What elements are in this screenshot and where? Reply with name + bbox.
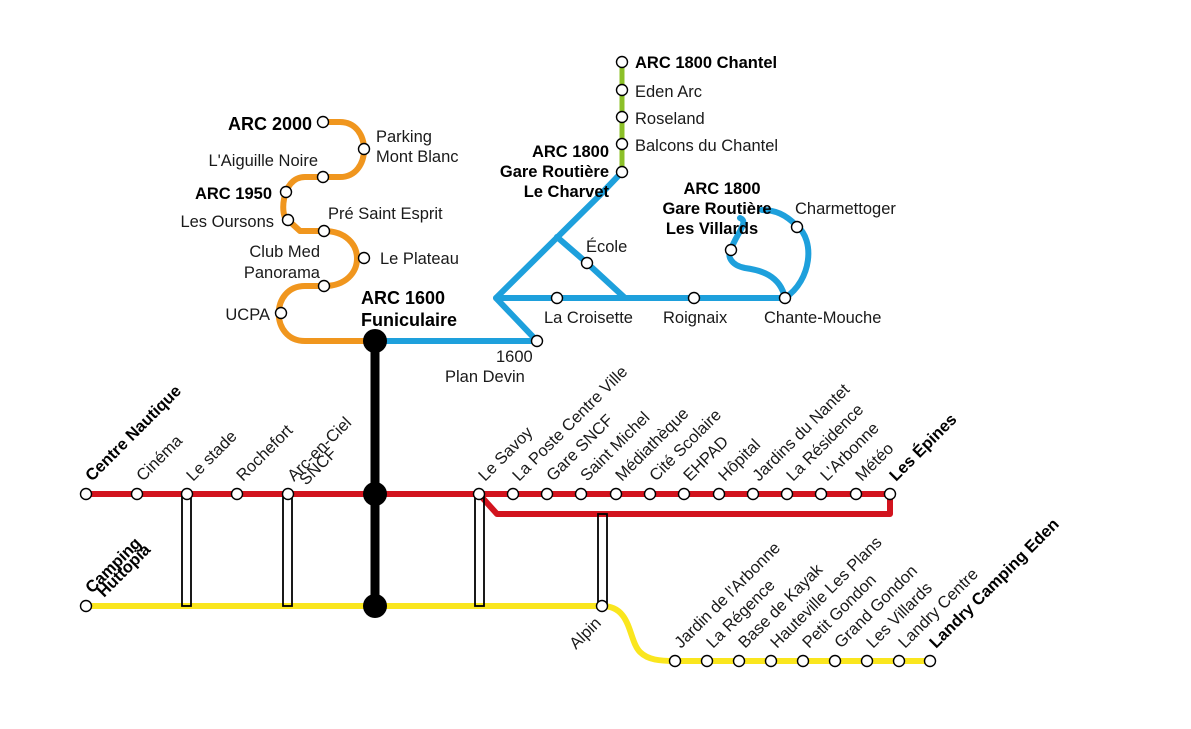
label-roseland: Roseland bbox=[635, 110, 705, 128]
label-villards-1: ARC 1800 bbox=[683, 180, 760, 198]
red-station-16[interactable] bbox=[849, 487, 863, 501]
station-croisette[interactable] bbox=[550, 291, 564, 305]
yellow-station-3[interactable] bbox=[700, 654, 714, 668]
station-plan-devin[interactable] bbox=[530, 334, 544, 348]
label-roignaix: Roignaix bbox=[663, 309, 728, 327]
yellow-station-1[interactable] bbox=[595, 599, 609, 613]
label-charvet-1: ARC 1800 bbox=[532, 143, 609, 161]
hub-yellow[interactable] bbox=[363, 594, 387, 618]
red-station-10[interactable] bbox=[643, 487, 657, 501]
station-villards[interactable] bbox=[724, 243, 738, 257]
label-arc1950: ARC 1950 bbox=[195, 185, 272, 203]
red-station-11[interactable] bbox=[677, 487, 691, 501]
label-villards-3: Les Villards bbox=[666, 220, 758, 238]
label-plan-devin-1: 1600 bbox=[496, 348, 533, 366]
station-pre-saint-esprit[interactable] bbox=[317, 224, 331, 238]
connectors bbox=[181, 493, 608, 607]
red-station-2[interactable] bbox=[180, 487, 194, 501]
label-clubmed-2: Panorama bbox=[244, 264, 321, 282]
yellow-station-6[interactable] bbox=[796, 654, 810, 668]
station-roseland[interactable] bbox=[615, 110, 629, 124]
red-station-label-2: Le stade bbox=[183, 427, 240, 484]
red-station-1[interactable] bbox=[130, 487, 144, 501]
red-station-9[interactable] bbox=[609, 487, 623, 501]
label-oursons: Les Oursons bbox=[180, 213, 274, 231]
red-station-12[interactable] bbox=[712, 487, 726, 501]
red-station-15[interactable] bbox=[814, 487, 828, 501]
label-clubmed-1: Club Med bbox=[249, 243, 320, 261]
hub-red[interactable] bbox=[363, 482, 387, 506]
red-station-4[interactable] bbox=[281, 487, 295, 501]
red-station-13[interactable] bbox=[746, 487, 760, 501]
label-plan-devin-2: Plan Devin bbox=[445, 368, 525, 386]
label-arc2000: ARC 2000 bbox=[228, 114, 312, 134]
label-eden-arc: Eden Arc bbox=[635, 83, 702, 101]
yellow-station-7[interactable] bbox=[828, 654, 842, 668]
red-station-17[interactable] bbox=[883, 487, 897, 501]
label-parking-2: Mont Blanc bbox=[376, 148, 459, 166]
station-charvet[interactable] bbox=[615, 165, 629, 179]
label-villards-2: Gare Routière bbox=[662, 200, 771, 218]
station-arc2000[interactable] bbox=[316, 115, 330, 129]
label-charvet-3: Le Charvet bbox=[524, 183, 610, 201]
yellow-station-label-10: Landry Camping Eden bbox=[926, 515, 1063, 652]
station-arc1950[interactable] bbox=[279, 185, 293, 199]
hub-arc1600[interactable] bbox=[363, 329, 387, 353]
station-charmettoger[interactable] bbox=[790, 220, 804, 234]
red-station-8[interactable] bbox=[574, 487, 588, 501]
station-ecole[interactable] bbox=[580, 256, 594, 270]
station-balcons[interactable] bbox=[615, 137, 629, 151]
station-oursons[interactable] bbox=[281, 213, 295, 227]
red-station-3[interactable] bbox=[230, 487, 244, 501]
yellow-station-label-1: Alpin bbox=[566, 614, 605, 653]
station-chantel[interactable] bbox=[615, 55, 629, 69]
label-ecole: École bbox=[586, 237, 627, 256]
label-arc1600-1: ARC 1600 bbox=[361, 288, 445, 308]
red-station-label-17: Les Épines bbox=[885, 410, 960, 485]
yellow-station-0[interactable] bbox=[79, 599, 93, 613]
red-station-7[interactable] bbox=[540, 487, 554, 501]
yellow-line bbox=[83, 603, 933, 664]
label-plateau: Le Plateau bbox=[380, 250, 459, 268]
station-aiguille[interactable] bbox=[316, 170, 330, 184]
red-station-label-0: Centre Nautique bbox=[82, 382, 185, 485]
red-station-6[interactable] bbox=[506, 487, 520, 501]
label-arc1600-2: Funiculaire bbox=[361, 310, 457, 330]
label-chante-mouche: Chante-Mouche bbox=[764, 309, 881, 327]
yellow-station-4[interactable] bbox=[732, 654, 746, 668]
red-line-loop bbox=[476, 491, 893, 517]
station-chante-mouche[interactable] bbox=[778, 291, 792, 305]
station-clubmed[interactable] bbox=[317, 279, 331, 293]
label-charvet-2: Gare Routière bbox=[500, 163, 609, 181]
red-station-5[interactable] bbox=[472, 487, 486, 501]
blue-line-villards bbox=[726, 215, 788, 301]
station-ucpa[interactable] bbox=[274, 306, 288, 320]
yellow-station-8[interactable] bbox=[860, 654, 874, 668]
label-ucpa: UCPA bbox=[225, 306, 270, 324]
red-station-14[interactable] bbox=[780, 487, 794, 501]
label-chantel: ARC 1800 Chantel bbox=[635, 54, 777, 72]
label-aiguille: L'Aiguille Noire bbox=[208, 152, 318, 170]
yellow-station-2[interactable] bbox=[668, 654, 682, 668]
station-eden-arc[interactable] bbox=[615, 83, 629, 97]
station-roignaix[interactable] bbox=[687, 291, 701, 305]
label-parking-1: Parking bbox=[376, 128, 432, 146]
station-parking[interactable] bbox=[357, 142, 371, 156]
yellow-station-5[interactable] bbox=[764, 654, 778, 668]
yellow-station-9[interactable] bbox=[892, 654, 906, 668]
station-plateau[interactable] bbox=[357, 251, 371, 265]
red-station-label-1: Cinéma bbox=[133, 431, 187, 485]
label-pre-saint-esprit: Pré Saint Esprit bbox=[328, 205, 443, 223]
label-charmettoger: Charmettoger bbox=[795, 200, 896, 218]
yellow-station-10[interactable] bbox=[923, 654, 937, 668]
red-station-0[interactable] bbox=[79, 487, 93, 501]
label-croisette: La Croisette bbox=[544, 309, 633, 327]
label-balcons: Balcons du Chantel bbox=[635, 137, 778, 155]
